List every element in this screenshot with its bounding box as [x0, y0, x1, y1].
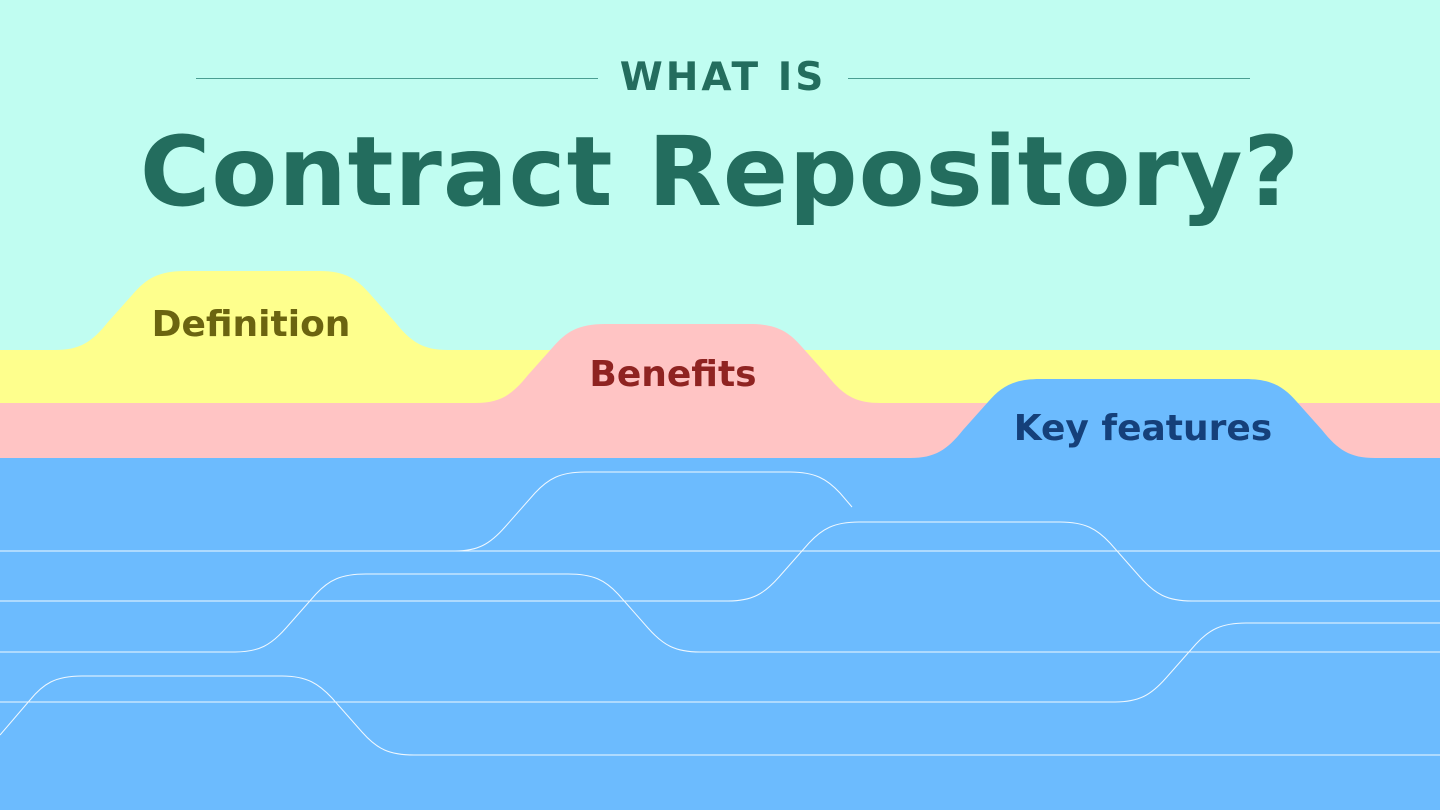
overline-text: WHAT IS — [619, 55, 827, 100]
overline-row: WHAT IS — [196, 55, 1250, 101]
page-title: Contract Repository? — [139, 116, 1301, 228]
decorative-lines — [0, 471, 1440, 756]
tab-benefits[interactable]: Benefits — [589, 354, 757, 395]
overline-rule-left — [196, 77, 598, 79]
overline-rule-right — [848, 77, 1250, 79]
tab-key-features[interactable]: Key features — [1013, 408, 1273, 449]
tab-definition[interactable]: Definition — [151, 304, 351, 345]
